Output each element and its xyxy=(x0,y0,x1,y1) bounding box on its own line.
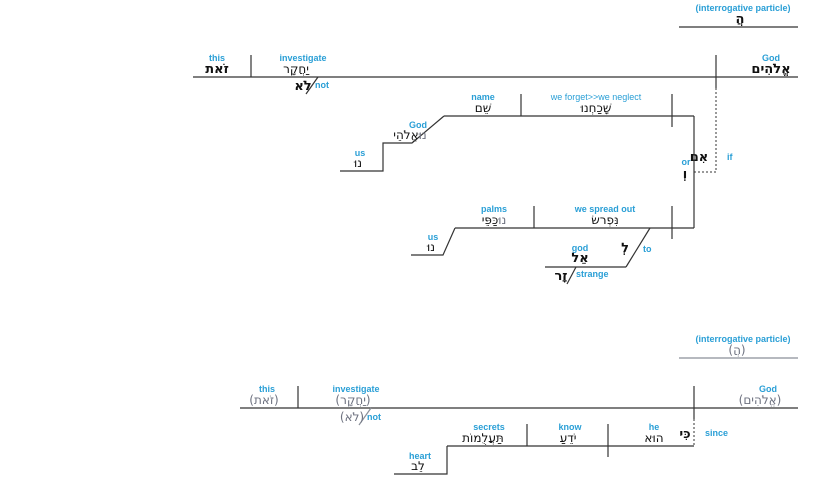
clause2-preposition-line xyxy=(625,227,651,268)
lower-object-gloss: this xyxy=(259,384,275,394)
lower-possessor-gloss: heart xyxy=(409,451,431,461)
clause2-pronoun-step-line xyxy=(411,227,456,256)
clause1-pronoun-hebrew: נוּ xyxy=(353,156,362,170)
clause1-verb-hebrew: שָׁכַחְנוּ xyxy=(580,101,612,115)
clause2-pronoun-gloss: us xyxy=(428,232,439,242)
lower-possessor-step-line xyxy=(394,446,448,475)
lower-conjunction-hebrew: כִּי xyxy=(679,427,690,442)
clause1-possessor-main: אֱלֹהֵי xyxy=(393,128,418,142)
upper-verb-gloss: investigate xyxy=(279,53,326,63)
upper-object-hebrew: זֹאת xyxy=(205,62,229,77)
lower-verb-hebrew: (יַחֲקָר) xyxy=(335,393,370,407)
clause2-prep-object-hebrew: אֵל xyxy=(571,251,588,266)
upper-conjunction-hebrew: וְ xyxy=(683,167,687,182)
upper-negation-line xyxy=(305,76,319,95)
lower-clause-verb-hebrew: יֹדֵעַ xyxy=(560,431,577,445)
upper-conditional-dotted-line xyxy=(694,88,717,173)
lower-clause-object-hebrew: תַּעֲלֻמוֹת xyxy=(462,431,504,445)
clause1-possessor-step-line xyxy=(340,115,445,172)
lower-object-hebrew: (זֹאת) xyxy=(249,393,278,407)
upper-conditional-hebrew: אִם xyxy=(690,150,709,165)
lower-interrogative-hebrew: (הֲ) xyxy=(728,343,745,357)
clause2-prep-object-gloss: god xyxy=(572,243,589,253)
upper-object-gloss: this xyxy=(209,53,225,63)
upper-interrogative-gloss: (interrogative particle) xyxy=(695,3,790,13)
upper-interrogative-hebrew: הֲ xyxy=(736,12,745,27)
clause2-preposition-hebrew: לְ xyxy=(621,241,629,256)
upper-negation-hebrew: לֹא xyxy=(294,79,311,94)
clause2-verb-gloss: we spread out xyxy=(574,204,636,214)
upper-subject-gloss: God xyxy=(762,53,780,63)
upper-conjunction-gloss: or xyxy=(682,157,691,167)
clause2-modifier-line xyxy=(566,266,577,285)
clause2-object-suffix: נוּ xyxy=(498,213,507,227)
upper-conditional-gloss: if xyxy=(727,152,734,162)
lower-subject-hebrew: (אֱלֹהִים) xyxy=(739,393,782,407)
lower-negation-hebrew: (לֹא) xyxy=(340,410,364,424)
lower-verb-gloss: investigate xyxy=(332,384,379,394)
clause2-verb-hebrew: נִּפְרשׂ xyxy=(591,213,619,227)
clause1-possessor-gloss: God xyxy=(409,120,427,130)
clause1-object-hebrew: שֵׁם xyxy=(475,101,492,115)
clause1-object-gloss: name xyxy=(471,92,495,102)
upper-verb-hebrew: יַחֲקָר xyxy=(283,62,310,76)
lower-possessor-hebrew: לֵב xyxy=(411,459,425,473)
upper-subject-hebrew: אֱלֹהִים xyxy=(751,62,790,77)
clause2-object-hebrew: נוּכַּפֵּי xyxy=(482,213,507,227)
clause1-possessor-suffix: נוּ xyxy=(418,128,427,142)
clause1-pronoun-gloss: us xyxy=(355,148,366,158)
lower-conjunction-gloss: since xyxy=(705,428,728,438)
lower-clause-object-gloss: secrets xyxy=(473,422,505,432)
clause2-modifier-hebrew: זָר xyxy=(554,269,567,284)
clause2-object-gloss: palms xyxy=(481,204,507,214)
clause1-verb-gloss: we forget>>we neglect xyxy=(550,92,642,102)
lower-interrogative-gloss: (interrogative particle) xyxy=(695,334,790,344)
lower-clause-subject-gloss: he xyxy=(649,422,660,432)
upper-diagram: (interrogative particle) הֲ God אֱלֹהִים… xyxy=(193,3,798,285)
lower-diagram: (interrogative particle) (הֲ) God (אֱלֹה… xyxy=(240,334,798,475)
lower-negation-line xyxy=(358,407,372,426)
lower-clause-verb-gloss: know xyxy=(558,422,582,432)
clause2-preposition-gloss: to xyxy=(643,244,652,254)
lower-subject-gloss: God xyxy=(759,384,777,394)
clause2-modifier-gloss: strange xyxy=(576,269,609,279)
upper-negation-gloss: not xyxy=(315,80,329,90)
clause2-pronoun-hebrew: נוּ xyxy=(426,240,435,254)
lower-negation-gloss: not xyxy=(367,412,381,422)
clause1-possessor-hebrew: נוּאֱלֹהֵי xyxy=(393,128,426,142)
lower-clause-subject-hebrew: הוּא xyxy=(644,431,663,445)
clause2-object-main: כַּפֵּי xyxy=(482,213,499,227)
